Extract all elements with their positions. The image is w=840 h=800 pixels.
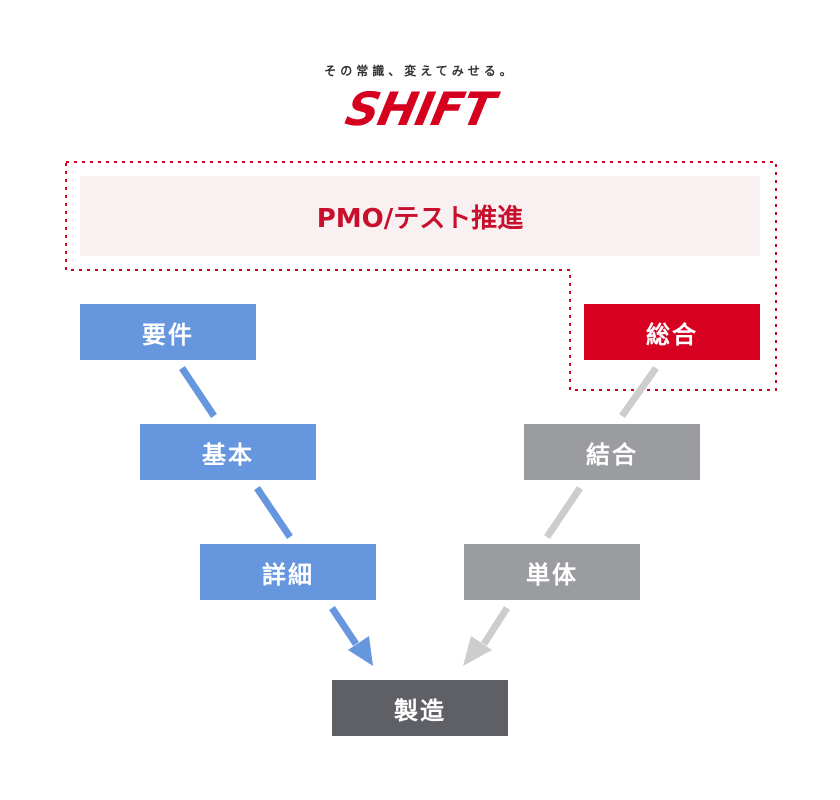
pmo-band: PMO/テスト推進 (80, 176, 760, 256)
connector-basic-detailed (254, 486, 293, 539)
phase-requirements: 要件 (80, 304, 256, 360)
tagline: その常識、変えてみせる。 (324, 64, 516, 78)
phase-unit-test: 単体 (464, 544, 640, 600)
phase-basic-design: 基本 (140, 424, 316, 480)
pmo-label: PMO/テスト推進 (316, 203, 524, 234)
arrowhead-gray (463, 636, 492, 666)
phase-integration-test: 結合 (524, 424, 700, 480)
connector-unit-manufacturing (481, 606, 510, 646)
connector-system-integration (619, 365, 659, 419)
phase-detailed-design: 詳細 (200, 544, 376, 600)
arrowhead-blue (348, 636, 373, 666)
phase-system-test: 総合 (584, 304, 760, 360)
phase-manufacturing: 製造 (332, 680, 508, 736)
pmo-dotted-boundary (65, 161, 777, 391)
connector-requirements-basic (179, 366, 217, 418)
connector-integration-unit (544, 486, 583, 539)
connector-detailed-manufacturing (329, 606, 359, 646)
